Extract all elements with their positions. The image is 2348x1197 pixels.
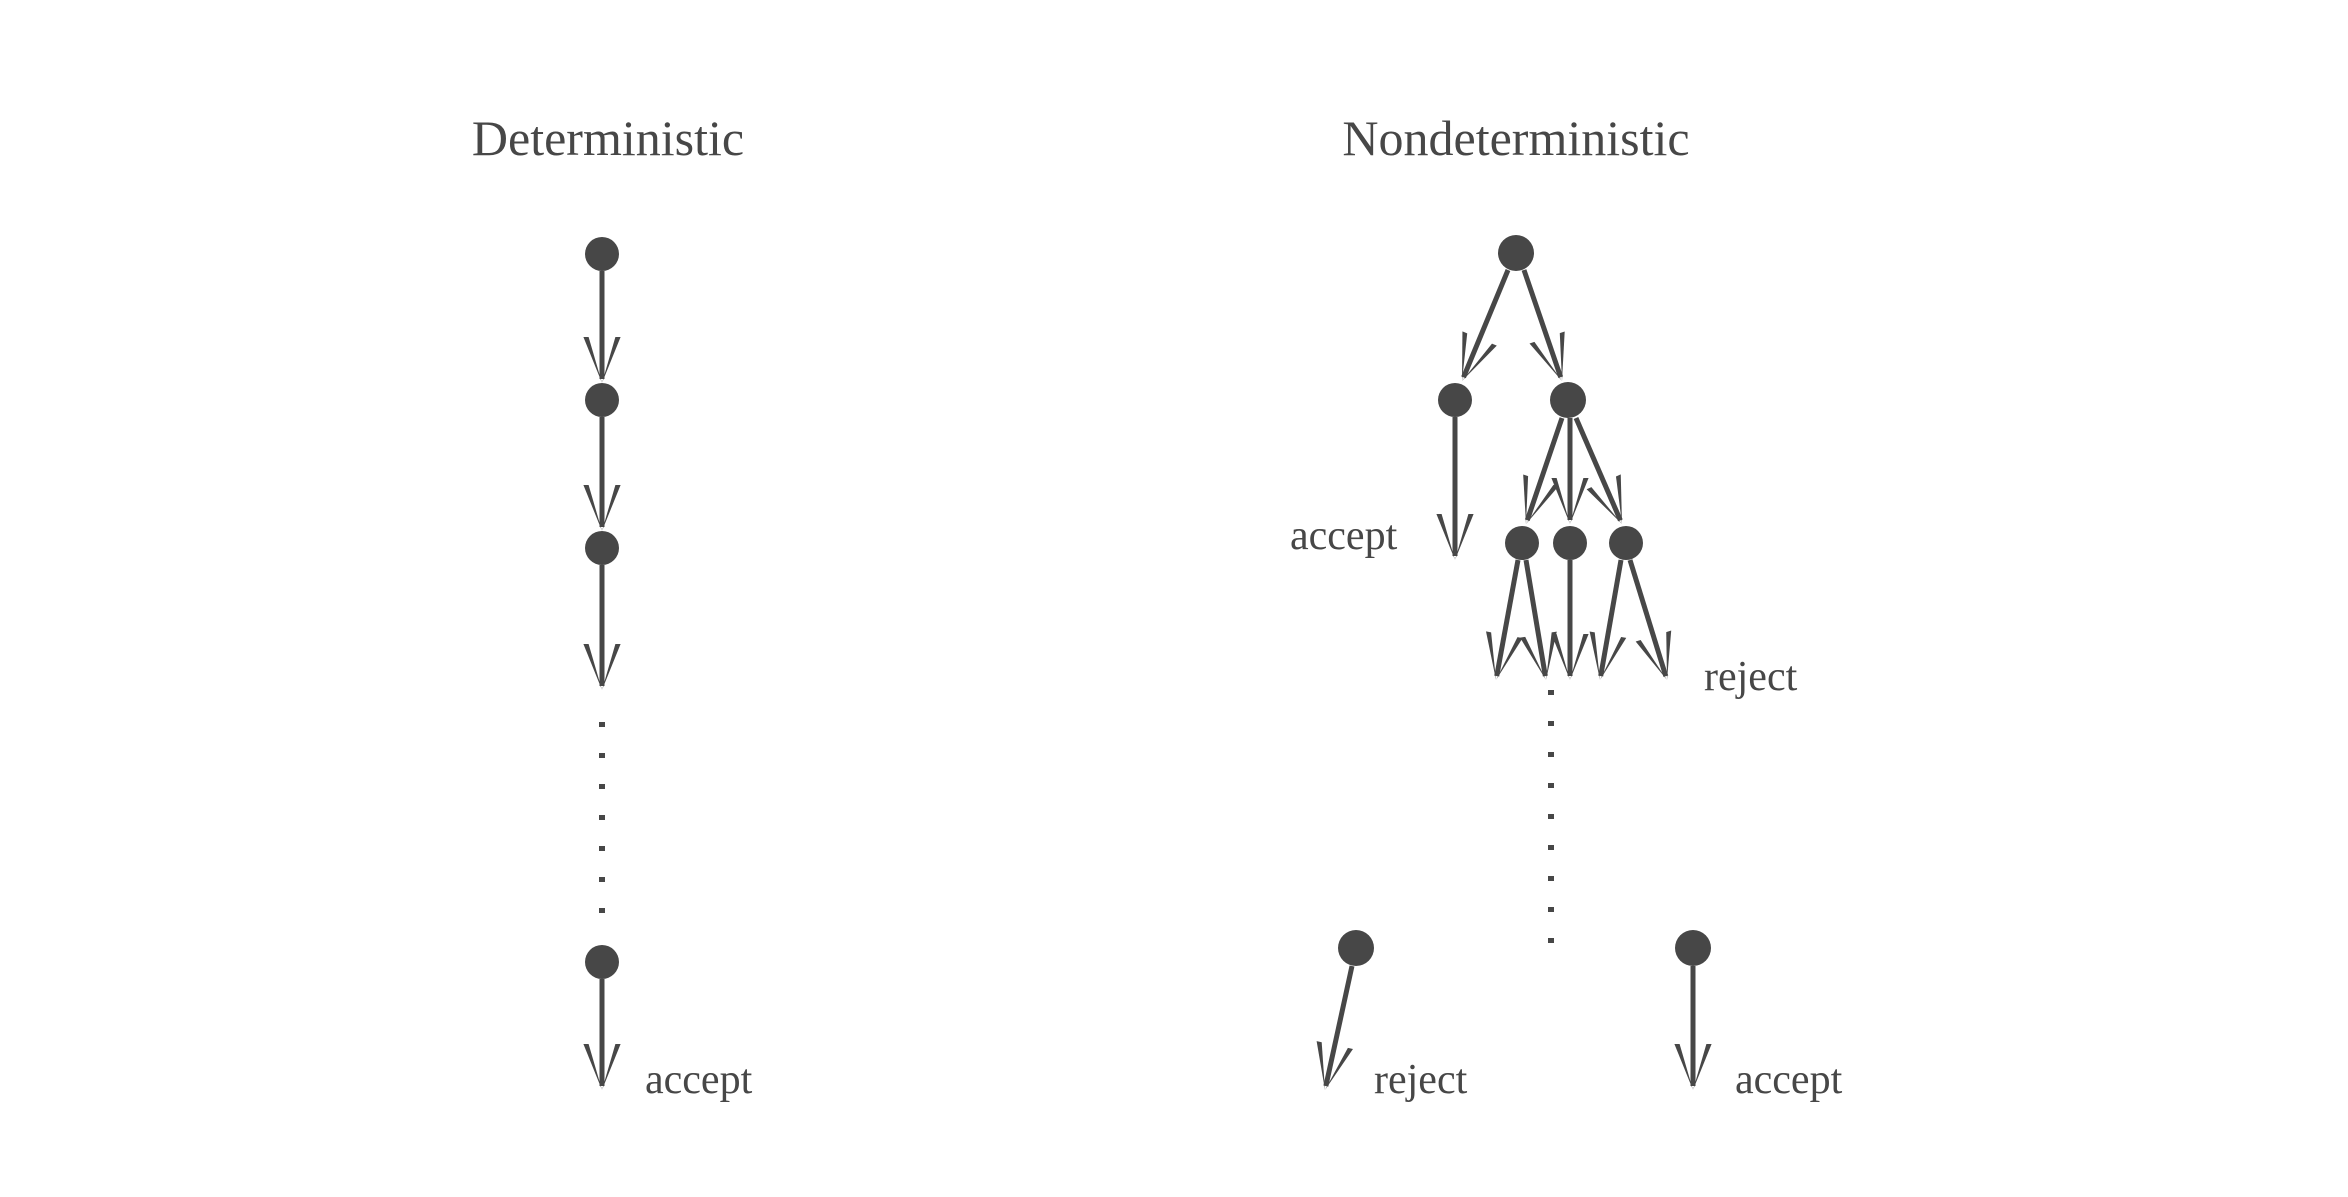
arrowhead-barb [583,485,602,531]
arrowhead-barb [1496,637,1523,680]
state-node-n5 [1609,526,1643,560]
edge-n5-to-leaf4 [1598,559,1624,677]
panel-title-nondeterministic: Nondeterministic [1342,110,1689,166]
arrowhead-barb [602,485,621,531]
arrowhead-barb [1455,514,1474,560]
label-accept-nondeterministic-0: accept [1290,513,1398,559]
state-node-d1 [585,383,619,417]
arrowhead-barb [1570,478,1589,524]
arrowhead-barb [1615,474,1622,524]
edge-n0-to-n2 [1521,269,1564,379]
arrowhead-barb [1693,1044,1712,1090]
label-accept-nondeterministic-3: accept [1735,1057,1843,1103]
arrowhead-barb [1666,630,1672,680]
label-accept-deterministic-0: accept [645,1057,753,1103]
arrowhead-barb [1600,636,1627,680]
edge-n6-to-reject [1323,965,1355,1087]
arrowhead-barb [1523,474,1529,524]
edges-nondeterministic [1316,269,1712,1090]
edge-n2-to-n5 [1573,417,1623,522]
arrowhead-barb [1462,343,1497,381]
arrowhead-barb [1436,514,1455,560]
panel-deterministic: Deterministic accept [472,110,753,1103]
edge-n2-to-n3 [1524,417,1565,522]
arrowhead-barb [602,337,621,383]
state-node-n4 [1553,526,1587,560]
arrowhead-barb [602,1044,621,1090]
edges-deterministic [583,271,621,1090]
state-node-n0 [1498,235,1534,271]
state-node-d3 [585,945,619,979]
state-node-d2 [585,531,619,565]
arrowhead-barb [1486,631,1496,680]
arrowhead-barb [1589,631,1600,680]
arrowhead-barb [1635,639,1667,680]
arrowhead-barb [1520,636,1546,680]
state-node-d0 [585,237,619,271]
edge-n0-to-n1 [1461,269,1511,379]
arrowhead-barb [1325,1047,1353,1090]
arrowhead-barb [1551,634,1570,680]
arrowhead-barb [1316,1041,1325,1090]
arrowhead-barb [1462,331,1468,381]
arrowhead-barb [1551,478,1570,524]
panel-nondeterministic: Nondeterministic accept reject reject accept [1290,110,1843,1103]
state-node-n2 [1550,382,1586,418]
nodes-deterministic [585,237,619,979]
edge-n5-to-leaf5 [1627,559,1669,677]
state-node-n3 [1505,526,1539,560]
state-node-n1 [1438,383,1472,417]
arrowhead-barb [1529,341,1562,381]
arrowhead-barb [583,1044,602,1090]
state-node-n7 [1675,930,1711,966]
label-reject-nondeterministic-2: reject [1374,1057,1468,1103]
label-reject-nondeterministic-1: reject [1704,654,1798,700]
arrowhead-barb [1546,631,1557,680]
arrowhead-barb [1586,487,1622,524]
state-node-n6 [1338,930,1374,966]
edge-n3-to-leaf1 [1494,559,1521,677]
edge-n3-to-leaf2 [1523,559,1548,677]
arrowhead-barb [1674,1044,1693,1090]
nodes-nondeterministic [1338,235,1711,966]
arrowhead-barb [583,337,602,383]
arrowhead-barb [1570,634,1589,680]
arrowhead-barb [583,644,602,690]
panel-title-deterministic: Deterministic [472,110,744,166]
arrowhead-barb [1526,484,1559,524]
arrowhead-barb [1559,331,1565,381]
arrowhead-barb [602,644,621,690]
